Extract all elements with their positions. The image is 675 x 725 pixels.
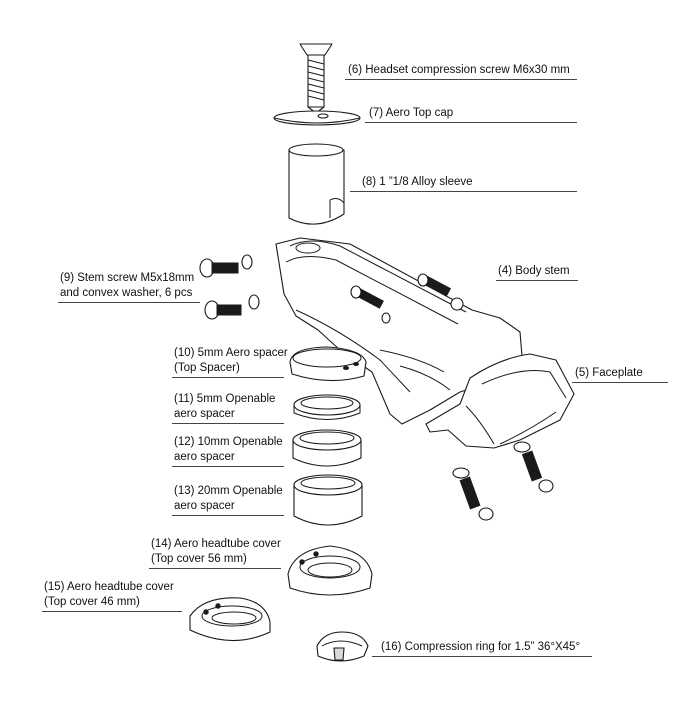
stem-screws-right: [452, 441, 554, 521]
label-spacer5-open-line1: (11) 5mm Openable: [174, 393, 276, 405]
openable-spacer-20mm: [293, 474, 363, 526]
headset-compression-screw: [299, 43, 333, 114]
label-spacer10-line2: aero spacer: [174, 451, 235, 463]
leader-line: [496, 280, 578, 281]
aero-top-cap: [273, 110, 361, 126]
label-headset-compression-screw: (6) Headset compression screw M6x30 mm: [348, 64, 570, 76]
label-spacer5-open-line2: aero spacer: [174, 408, 235, 420]
label-spacer5-top-line2: (Top Spacer): [174, 362, 240, 374]
label-alloy-sleeve: (8) 1 ”1/8 Alloy sleeve: [362, 176, 473, 188]
label-stem-screw-line2: and convex washer, 6 pcs: [60, 287, 193, 299]
faceplate: [425, 353, 575, 449]
headtube-cover-56mm: [287, 545, 373, 596]
openable-spacer-10mm: [292, 429, 362, 467]
leader-line: [172, 515, 284, 516]
label-cover56-line1: (14) Aero headtube cover: [151, 538, 281, 550]
stem-screws-left: [199, 254, 260, 320]
leader-line: [572, 382, 668, 383]
label-cover46-line1: (15) Aero headtube cover: [44, 581, 174, 593]
label-faceplate: (5) Faceplate: [575, 367, 643, 379]
label-spacer10-line1: (12) 10mm Openable: [174, 436, 283, 448]
alloy-sleeve: [288, 143, 345, 225]
label-spacer20-line1: (13) 20mm Openable: [174, 485, 283, 497]
leader-line: [172, 377, 284, 378]
leader-line: [372, 656, 592, 657]
label-body-stem: (4) Body stem: [498, 265, 570, 277]
leader-line: [350, 191, 577, 192]
leader-line: [42, 611, 182, 612]
label-spacer5-top-line1: (10) 5mm Aero spacer: [174, 347, 288, 359]
headtube-cover-46mm: [189, 597, 271, 642]
compression-ring: [316, 631, 369, 662]
aero-spacer-5mm-top: [289, 346, 367, 382]
leader-line: [365, 122, 577, 123]
label-spacer20-line2: aero spacer: [174, 500, 235, 512]
leader-line: [172, 466, 284, 467]
leader-line: [172, 423, 284, 424]
label-cover46-line2: (Top cover 46 mm): [44, 596, 140, 608]
label-aero-top-cap: (7) Aero Top cap: [369, 107, 454, 119]
label-compression-ring: (16) Compression ring for 1.5” 36°X45°: [381, 641, 581, 653]
label-cover56-line2: (Top cover 56 mm): [151, 553, 247, 565]
body-stem: [275, 237, 523, 425]
leader-line: [149, 568, 281, 569]
openable-spacer-5mm: [293, 394, 361, 420]
leader-line: [58, 302, 200, 303]
leader-line: [345, 79, 577, 80]
label-stem-screw-line1: (9) Stem screw M5x18mm: [60, 272, 195, 284]
